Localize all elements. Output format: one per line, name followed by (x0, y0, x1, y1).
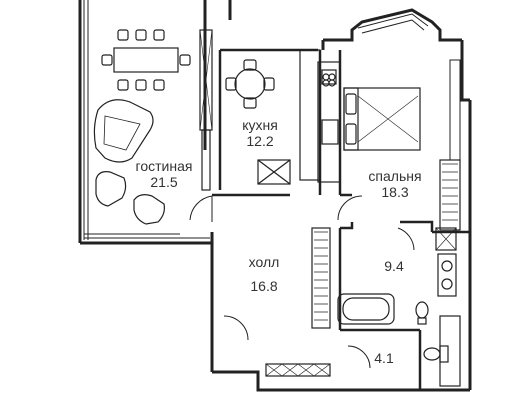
room-label-bedroom: спальня 18.3 (368, 168, 421, 200)
hall-wardrobe (265, 227, 331, 377)
armchair (95, 171, 165, 225)
bedroom-walls (338, 50, 434, 232)
room-name: спальня (368, 168, 422, 184)
bathtub (337, 293, 395, 325)
wardrobe-bedroom (439, 159, 461, 231)
bedroom-window (357, 13, 461, 161)
room-label-hall: холл 16.8 (249, 254, 280, 294)
room-name: гостиная (135, 158, 193, 174)
room-area: 16.8 (250, 278, 278, 294)
bed (343, 87, 421, 151)
doors (189, 195, 415, 369)
sofa (93, 99, 154, 163)
room-area: 21.5 (150, 174, 178, 190)
room-label-kitchen: кухня 12.2 (242, 117, 278, 149)
room-area: 4.1 (374, 350, 394, 366)
room-name: кухня (242, 117, 278, 133)
room-area: 12.2 (246, 133, 274, 149)
room-label-wc: 4.1 (374, 350, 393, 366)
exterior-walls (78, 0, 472, 392)
dining-table-living (101, 29, 191, 91)
dining-table-kitchen (225, 59, 275, 109)
sink (435, 227, 457, 297)
wc-shelf (439, 315, 461, 387)
room-name: холл (248, 254, 280, 270)
room-area: 18.3 (381, 184, 409, 200)
room-label-bathroom: 9.4 (384, 258, 403, 274)
partition-living-kitchen (199, 29, 213, 191)
room-label-living: гостиная 21.5 (136, 158, 193, 190)
bathroom-walls (338, 228, 470, 390)
window-left (83, 0, 210, 240)
room-area: 9.4 (384, 258, 404, 274)
